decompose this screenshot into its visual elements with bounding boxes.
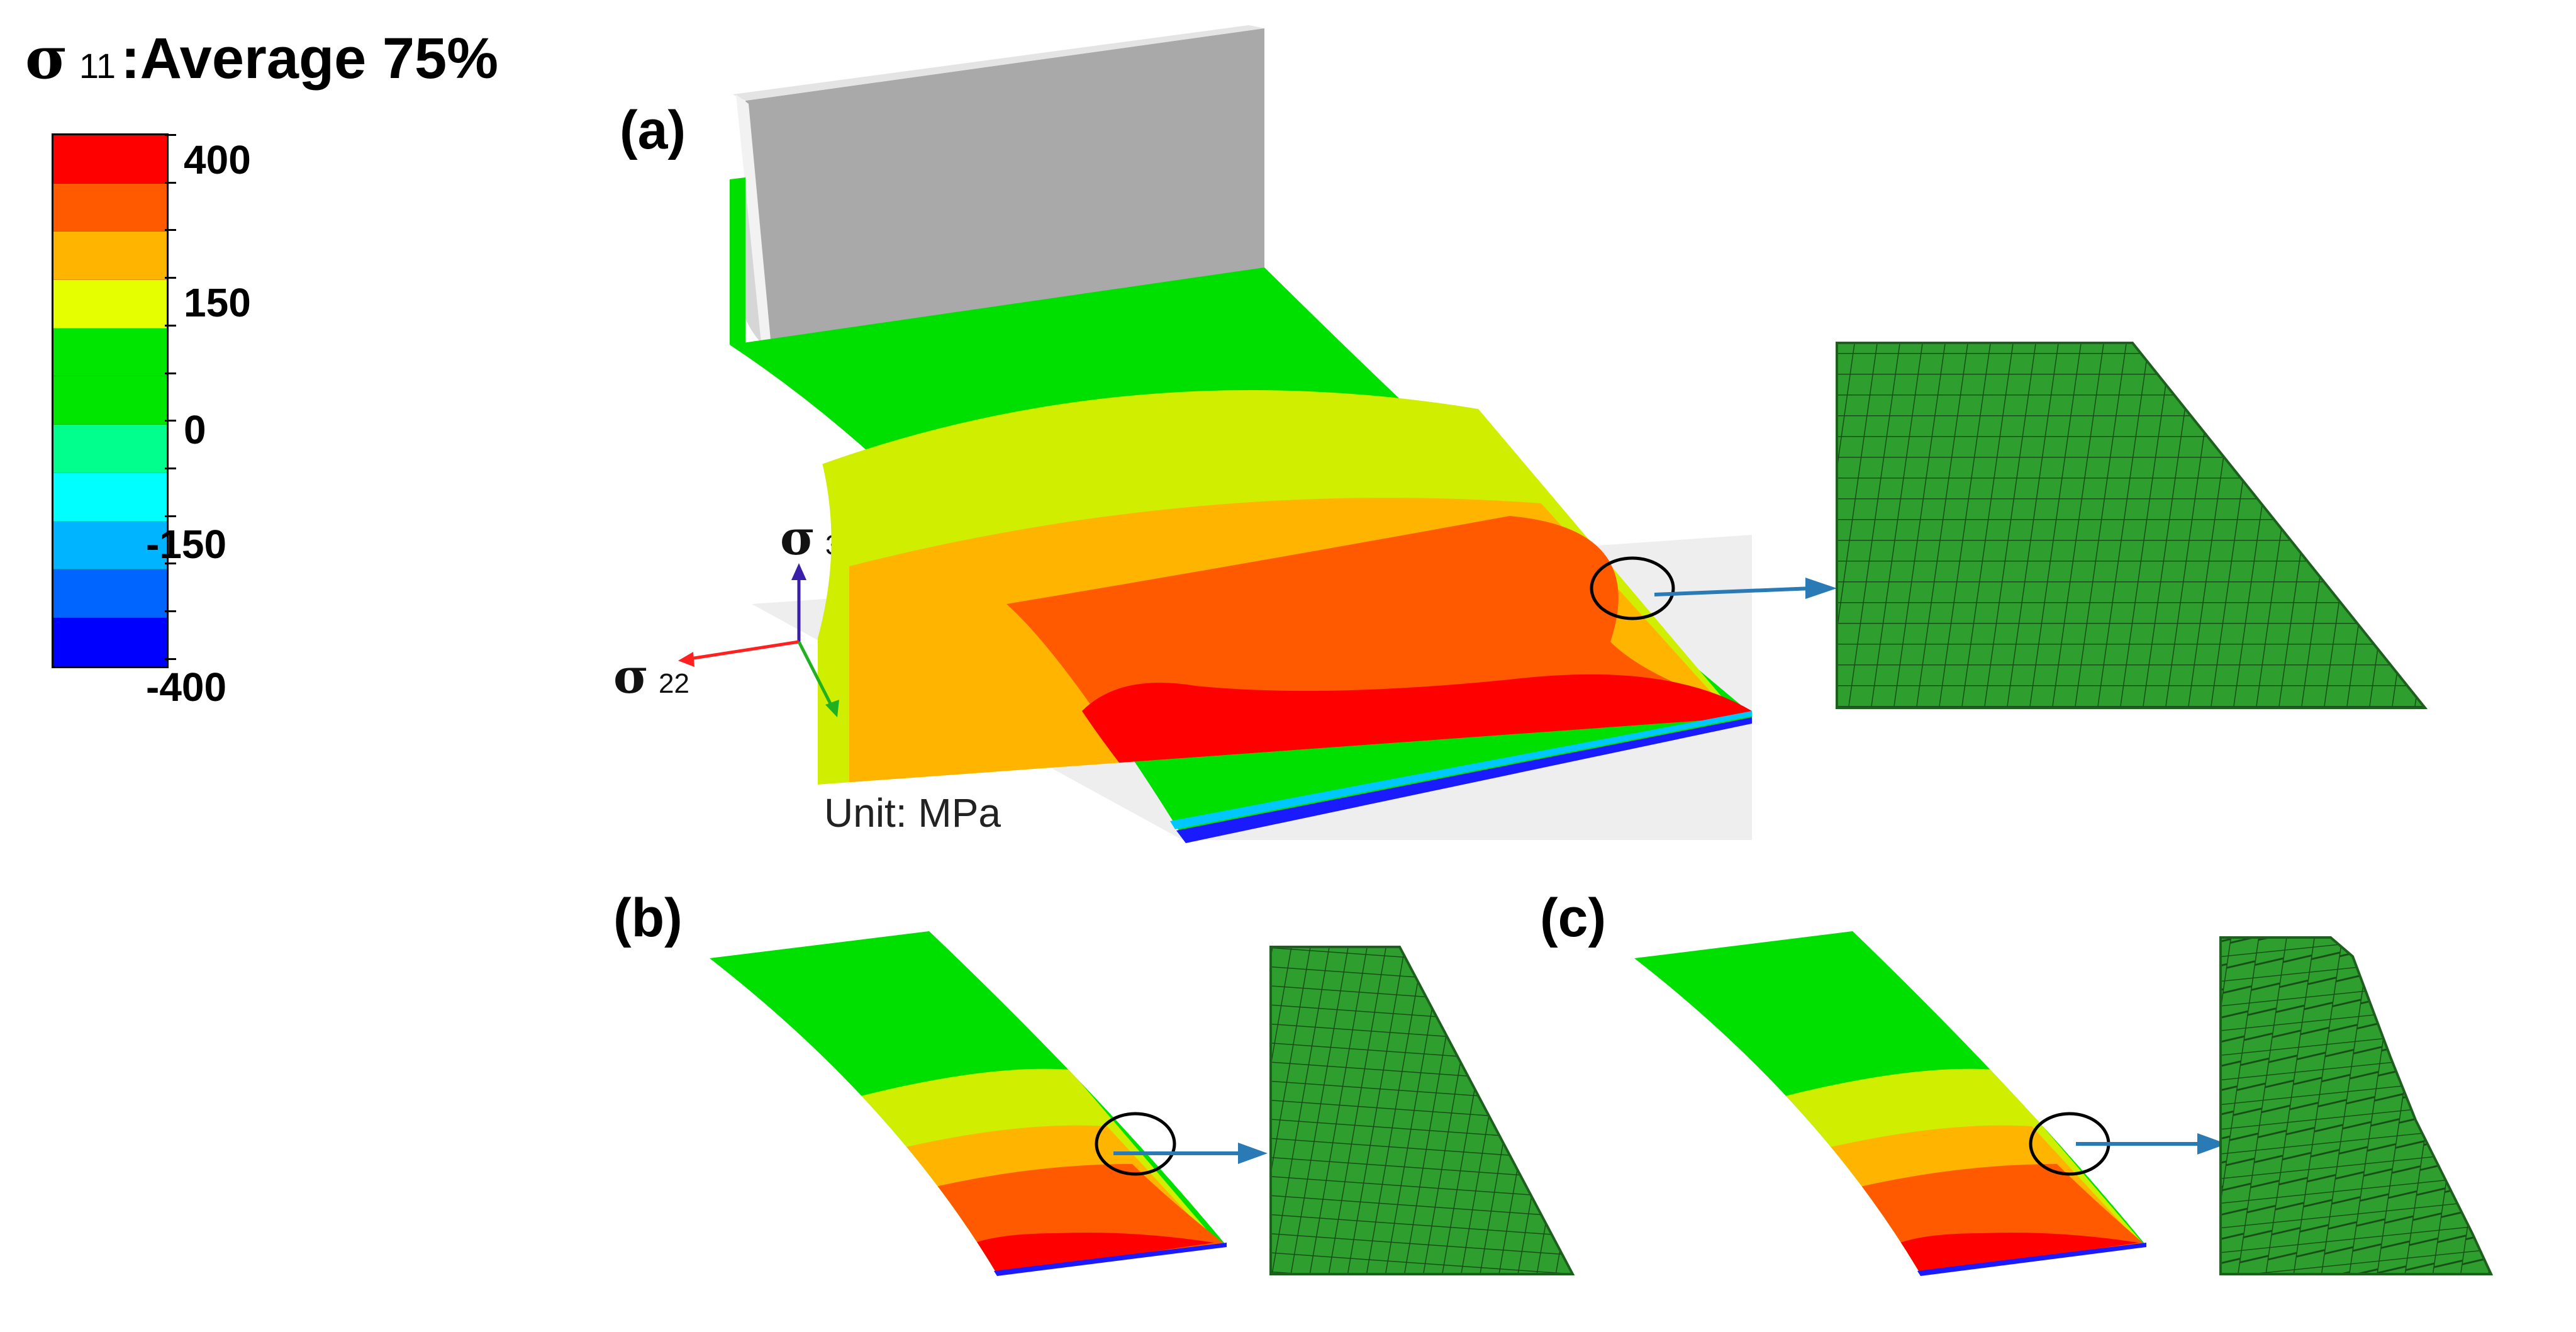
legend-tick [165, 515, 176, 517]
legend-label-400: 400 [184, 137, 251, 182]
legend-tick [165, 181, 176, 184]
legend-sigma-symbol: σ [25, 24, 68, 92]
legend-tick [165, 658, 176, 660]
color-legend-bar [52, 133, 169, 668]
legend-swatch [53, 521, 167, 570]
zoom-circle-b [1095, 1112, 1176, 1176]
legend-label-0: 0 [184, 407, 206, 452]
legend-title: σ 11:Average 75% [25, 24, 498, 92]
panel-label-a: (a) [620, 100, 686, 160]
plate-b [710, 931, 1227, 1276]
legend-swatch [53, 183, 167, 232]
plate-a [730, 267, 1765, 843]
legend-swatch [53, 569, 167, 618]
legend-swatch [53, 617, 167, 666]
roller [733, 25, 1264, 343]
arrowhead-b [1238, 1143, 1268, 1164]
legend-tick [165, 562, 176, 565]
legend-tick [165, 610, 176, 612]
legend-label-minus150: -150 [146, 522, 227, 567]
legend-swatch [53, 425, 167, 473]
legend-tick [165, 467, 176, 469]
arrow-a [1654, 586, 1812, 596]
legend-subscript: 11 [79, 46, 116, 86]
back-plate [730, 177, 745, 345]
zoom-circle-a [1590, 556, 1675, 620]
legend-label-150: 150 [184, 280, 251, 325]
coordinate-axes [678, 563, 839, 717]
legend-swatch [53, 328, 167, 377]
legend-tick [165, 420, 176, 422]
arrowhead-c [2197, 1133, 2227, 1155]
legend-label-minus400: -400 [146, 664, 227, 710]
unit-label: Unit: MPa [824, 790, 1001, 836]
panel-label-c: (c) [1540, 888, 1607, 948]
legend-tick [165, 324, 176, 327]
legend-title-text: :Average 75% [120, 26, 499, 91]
legend-swatch [53, 376, 167, 425]
legend-tick [165, 134, 176, 136]
plate-c [1634, 931, 2146, 1276]
legend-swatch [53, 280, 167, 328]
legend-tick [165, 372, 176, 374]
panel-label-b: (b) [613, 888, 683, 948]
legend-tick [165, 277, 176, 279]
legend-tick [165, 229, 176, 232]
legend-swatch [53, 473, 167, 522]
legend-swatch [53, 135, 167, 184]
mesh-inset-a [1836, 342, 2428, 709]
legend-swatch [53, 232, 167, 281]
mesh-inset-c [2219, 936, 2494, 1275]
mesh-inset-b [1269, 946, 1575, 1275]
arrowhead-a [1805, 578, 1837, 599]
